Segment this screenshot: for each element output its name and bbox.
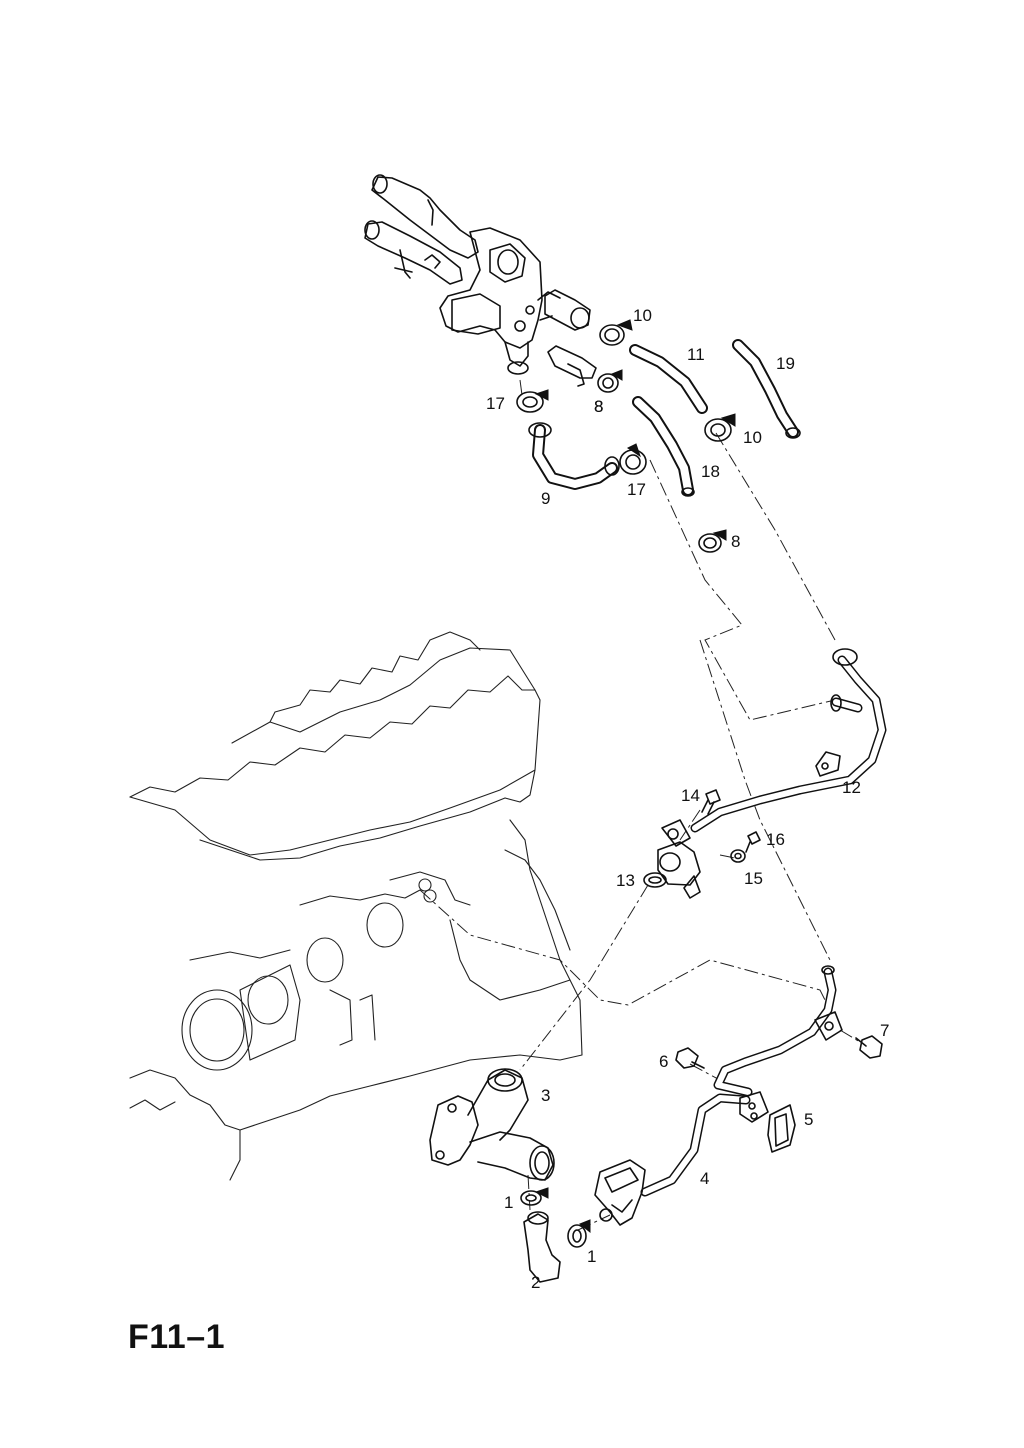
part-label: 9 [541, 489, 550, 508]
part-label: 6 [659, 1052, 668, 1071]
thermostat-housing [364, 174, 561, 375]
part-label: 8 [731, 532, 740, 551]
part-label: 16 [766, 830, 785, 849]
hose-clamp-8-upper [597, 369, 623, 393]
hose-2 [523, 1211, 561, 1283]
part-label: 8 [594, 397, 603, 416]
part-label: 8 [594, 397, 603, 416]
part-label: 18 [701, 462, 720, 481]
hose-clamp-1-lower [567, 1219, 591, 1248]
part-label: 15 [744, 869, 763, 888]
hose-clamp-17-lower [619, 443, 647, 475]
part-label: 3 [541, 1086, 550, 1105]
part-label: 10 [743, 428, 762, 447]
outlet-stub [544, 289, 591, 331]
part-label: 17 [486, 394, 505, 413]
bolt-14 [701, 789, 721, 815]
hose-clamp-1-upper [520, 1187, 549, 1206]
part-label: 5 [804, 1110, 813, 1129]
assembly-lead-lines [419, 379, 861, 1231]
part-label: 12 [842, 778, 861, 797]
hose-18 [632, 396, 695, 497]
part-label: 1 [587, 1247, 596, 1266]
washer-15 [730, 849, 746, 863]
hose-clamp-10-upper [599, 319, 633, 346]
hose-clamp-17-upper [516, 389, 549, 413]
hose-9 [528, 422, 620, 490]
sealing-ring-13 [643, 872, 667, 888]
bolt-16 [745, 831, 761, 853]
diagram-code: F11–1 [128, 1318, 226, 1356]
coolant-pipe-4 [640, 965, 843, 1197]
coolant-pipe-12 [657, 648, 887, 899]
hose-19 [732, 339, 801, 439]
hose-clamp-8-lower [698, 529, 727, 553]
part-label: 10 [633, 306, 652, 325]
part-label: 14 [681, 786, 700, 805]
part-label: 2 [531, 1273, 540, 1292]
bypass-stub [547, 345, 597, 387]
part-label: 17 [627, 480, 646, 499]
bolt-6 [675, 1047, 705, 1069]
bracket-5 [767, 1104, 796, 1153]
water-outlet-flange-3 [429, 1068, 555, 1181]
part-label: 11 [687, 345, 705, 364]
part-label: 7 [880, 1021, 889, 1040]
part-label: 19 [776, 354, 795, 373]
pipe-bracket-block [594, 1159, 646, 1226]
part-label: 4 [700, 1169, 709, 1188]
part-label: 13 [616, 871, 635, 890]
hose-11 [629, 344, 708, 414]
engine-block-outline [129, 631, 583, 1181]
part-label: 1 [504, 1193, 513, 1212]
hose-clamp-10-lower [704, 413, 736, 442]
bolt-7 [855, 1035, 883, 1059]
callout-labels: 1 1 2 3 4 5 6 7 8 8 8 9 10 10 11 12 13 1… [486, 306, 889, 1292]
